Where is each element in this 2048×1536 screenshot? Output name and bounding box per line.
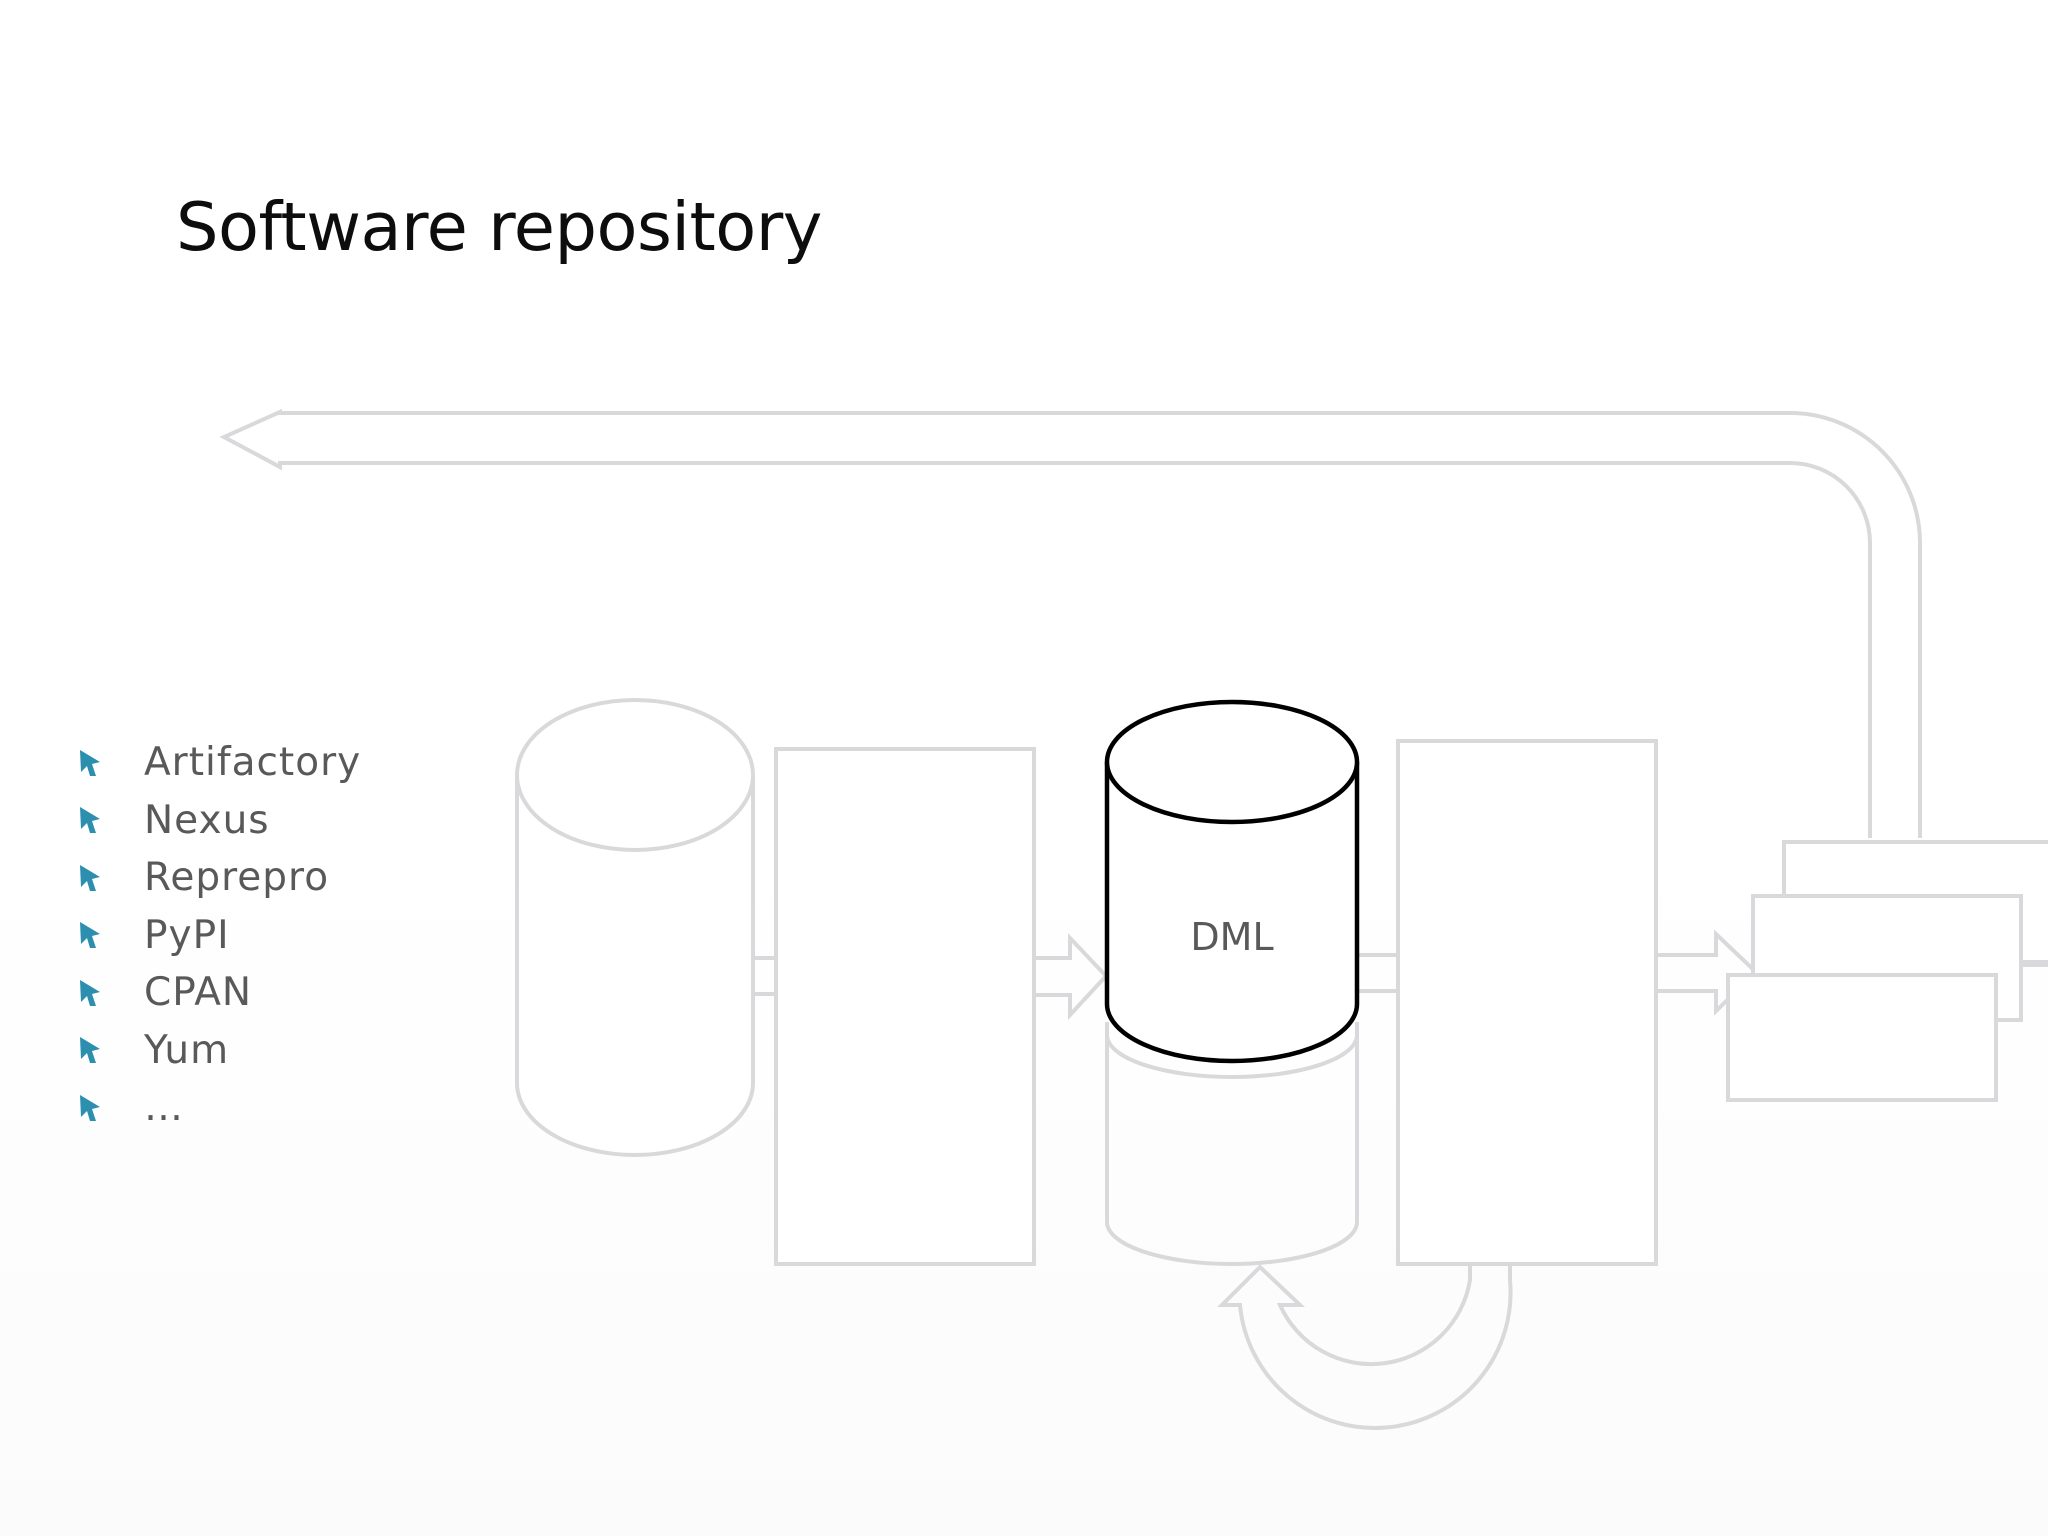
bullet-label: PyPI <box>144 912 230 958</box>
bullet-arrow-icon <box>80 864 100 891</box>
connector-line <box>1357 953 1398 993</box>
bullet-list: Artifactory Nexus Reprepro PyPI CPAN Yum… <box>78 734 361 1137</box>
list-item: PyPI <box>78 907 361 965</box>
bullet-label: Nexus <box>144 797 270 843</box>
dml-label: DML <box>1190 915 1273 959</box>
dml-shadow-cylinder <box>1105 1022 1359 1266</box>
connector-line <box>753 956 776 996</box>
bullet-arrow-icon <box>80 922 100 949</box>
list-item: Artifactory <box>78 734 361 792</box>
slide-title: Software repository <box>176 188 822 266</box>
list-item: Nexus <box>78 792 361 850</box>
bullet-arrow-icon <box>80 979 100 1006</box>
bullet-label: CPAN <box>144 970 253 1016</box>
process-box-release <box>1396 739 1658 1266</box>
bullet-label: Yum <box>144 1027 230 1073</box>
bullet-arrow-icon <box>80 1094 100 1121</box>
source-cylinder <box>515 698 755 1157</box>
bullet-arrow-icon <box>80 807 100 834</box>
list-item: CPAN <box>78 964 361 1022</box>
list-item: Reprepro <box>78 849 361 907</box>
bullet-label: … <box>144 1085 184 1131</box>
loop-arrow-bottom <box>1217 1264 1513 1431</box>
process-box-build <box>774 747 1036 1266</box>
dml-cylinder <box>1104 699 1360 1064</box>
bullet-arrow-icon <box>80 1037 100 1064</box>
bullet-label: Artifactory <box>144 740 362 786</box>
list-item: … <box>78 1079 361 1137</box>
bullet-arrow-icon <box>80 749 100 776</box>
target-box <box>1726 973 1998 1102</box>
bullet-label: Reprepro <box>144 855 330 901</box>
list-item: Yum <box>78 1022 361 1080</box>
arrow-to-dml <box>1034 932 1109 1021</box>
feedback-arrow-top <box>219 408 1922 838</box>
